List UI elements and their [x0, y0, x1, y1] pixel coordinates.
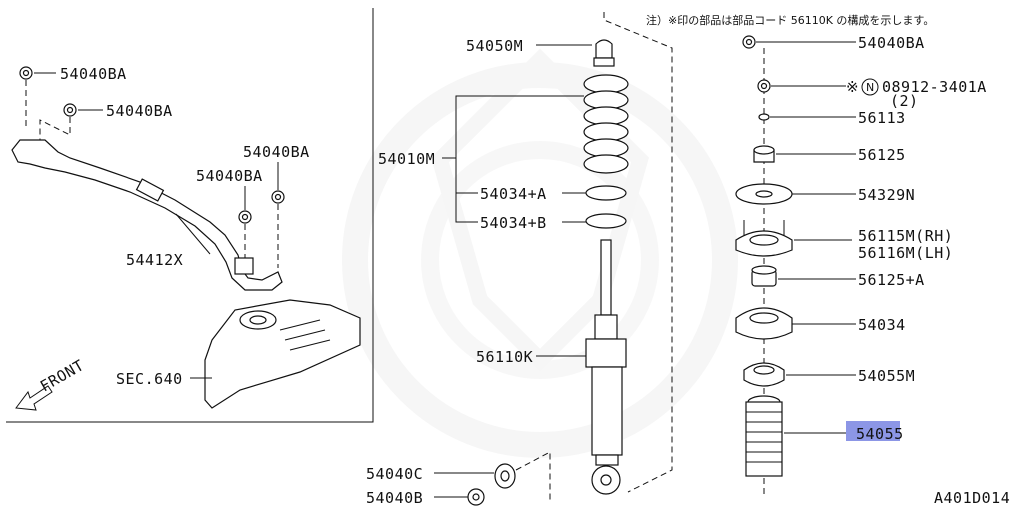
label-56110K: 56110K [476, 348, 533, 366]
label-54040BA-1: 54040BA [60, 65, 127, 83]
spring-rubber-54055M[interactable] [743, 362, 785, 387]
label-08912-3401A: 08912-3401A [882, 78, 987, 96]
label-54329N: 54329N [858, 186, 915, 204]
highlight-54055[interactable] [846, 421, 900, 441]
label-prefix-mark: ※ [846, 78, 859, 96]
plate-54329N[interactable] [735, 183, 793, 205]
spring-seat-54034B[interactable] [585, 213, 627, 229]
front-direction-arrow [15, 385, 53, 411]
bush-56125[interactable] [753, 145, 775, 163]
label-54050M: 54050M [466, 37, 523, 55]
label-54034A: 54034+A [480, 185, 547, 203]
label-56113: 56113 [858, 109, 906, 127]
stabilizer-bar-54412X[interactable] [11, 139, 283, 291]
label-54040C: 54040C [366, 465, 423, 483]
diagram-id: A401D014 [934, 489, 1010, 507]
nut-54040BA-top[interactable] [19, 66, 33, 80]
bump-rubber-54050M[interactable] [593, 39, 615, 67]
spring-seat-54034[interactable] [735, 307, 793, 340]
label-56116M: 56116M(LH) [858, 244, 953, 262]
label-54040BA-2: 54040BA [106, 102, 173, 120]
floor-panel-sec640[interactable] [204, 299, 361, 409]
mount-56115M-56116M[interactable] [735, 220, 793, 257]
nut-08912-3401A[interactable] [757, 79, 771, 93]
label-56125: 56125 [858, 146, 906, 164]
label-54055[interactable]: 54055 [856, 425, 904, 443]
front-label: FRONT [37, 356, 87, 395]
label-54040BA-3: 54040BA [243, 143, 310, 161]
shock-absorber-56110K[interactable] [585, 239, 627, 495]
left-panel-border [6, 8, 374, 423]
label-56115M: 56115M(RH) [858, 227, 953, 245]
spring-seat-54034A[interactable] [585, 185, 627, 201]
note-text: 注）※印の部品は部品コード 56110K の構成を示します。 [646, 13, 934, 27]
nut-54040B[interactable] [467, 488, 485, 506]
label-54040B: 54040B [366, 489, 423, 507]
dust-boot-54055[interactable] [745, 395, 783, 477]
nut-54040BA-third[interactable] [271, 190, 285, 204]
label-54034: 54034 [858, 316, 906, 334]
n-circle-mark: N [866, 81, 874, 94]
label-54412X: 54412X [126, 251, 183, 269]
nut-54040BA-fourth[interactable] [238, 210, 252, 224]
label-54034B: 54034+B [480, 214, 547, 232]
bush-54040C[interactable] [494, 463, 516, 489]
coil-spring-54010M[interactable] [583, 74, 629, 174]
label-sec640: SEC.640 [116, 370, 183, 388]
watermark-emblem [342, 48, 738, 458]
washer-56113[interactable] [758, 113, 770, 121]
label-54040BA-4: 54040BA [196, 167, 263, 185]
label-54010M: 54010M [378, 150, 435, 168]
bush-56125A[interactable] [751, 265, 777, 287]
nut-54040BA-second[interactable] [63, 103, 77, 117]
label-54040BA-right: 54040BA [858, 34, 925, 52]
nut-54040BA-right[interactable] [742, 35, 756, 49]
label-qty-2: (2) [890, 92, 919, 110]
label-54055M: 54055M [858, 367, 915, 385]
label-56125A: 56125+A [858, 271, 925, 289]
